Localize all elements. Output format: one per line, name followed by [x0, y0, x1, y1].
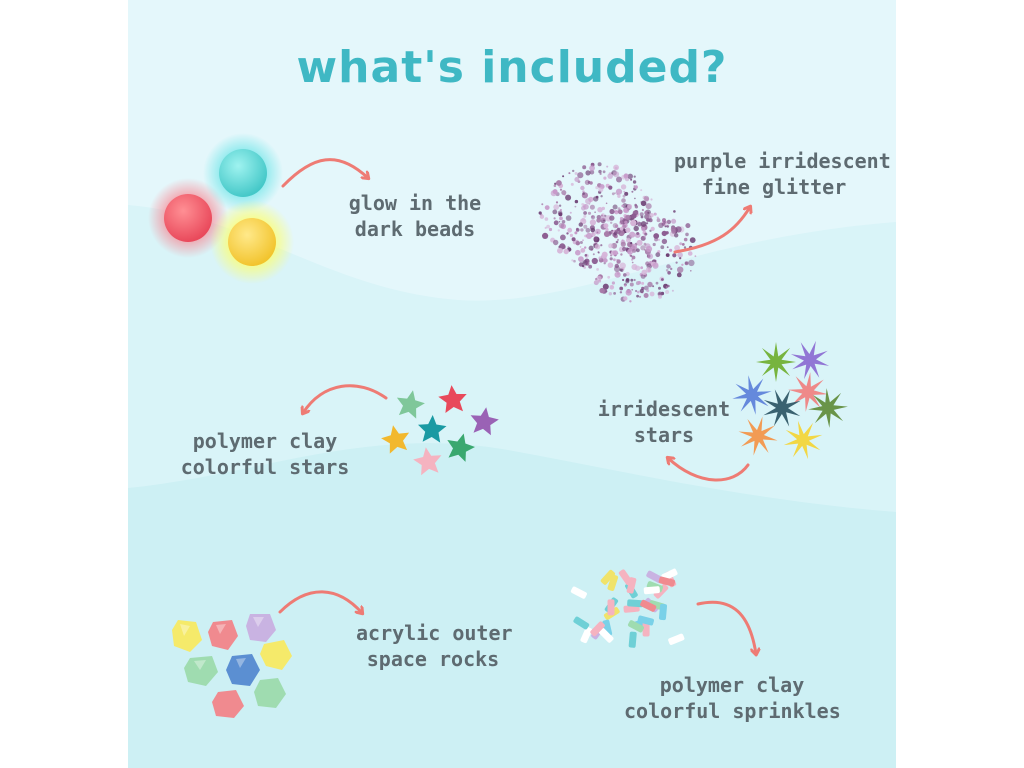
- label-line: stars: [633, 423, 695, 447]
- label-line: purple irridescent: [674, 149, 891, 173]
- label-line: polymer clay: [659, 673, 805, 697]
- label-line: polymer clay: [192, 429, 338, 453]
- arrow-space-rocks: [278, 590, 362, 613]
- label-space-rocks: acrylic outer space rocks: [356, 620, 513, 672]
- label-polymer-stars: polymer clay colorful stars: [180, 428, 350, 480]
- arrow-irridescent-stars: [668, 458, 750, 482]
- irridescent-stars-image: [732, 340, 848, 460]
- arrow-glitter: [673, 207, 750, 254]
- space-rocks-image: [172, 614, 292, 718]
- label-irridescent-stars: irridescent stars: [586, 396, 742, 448]
- illustrations: [148, 133, 848, 718]
- wavy-background: [128, 0, 896, 768]
- glow-beads-image: [148, 133, 294, 284]
- label-glitter: purple irridescent fine glitter: [674, 148, 891, 200]
- glitter-image: [538, 162, 697, 303]
- arrow-beads: [281, 158, 368, 188]
- label-line: colorful sprinkles: [624, 699, 841, 723]
- label-line: fine glitter: [701, 175, 847, 199]
- arrow-sprinkles: [696, 600, 756, 654]
- polymer-stars-image: [381, 385, 499, 476]
- label-line: glow in the: [348, 191, 482, 215]
- label-sprinkles: polymer clay colorful sprinkles: [624, 672, 841, 724]
- arrow-polymer-stars: [303, 384, 388, 413]
- label-line: irridescent: [597, 397, 731, 421]
- infographic-canvas: what's included?: [128, 0, 896, 768]
- label-glow-beads: glow in the dark beads: [340, 190, 490, 242]
- label-line: acrylic outer: [356, 621, 513, 645]
- page-title: what's included?: [296, 42, 728, 93]
- label-line: space rocks: [366, 647, 500, 671]
- sprinkles-image: [570, 568, 685, 648]
- label-line: colorful stars: [180, 455, 350, 479]
- label-line: dark beads: [354, 217, 476, 241]
